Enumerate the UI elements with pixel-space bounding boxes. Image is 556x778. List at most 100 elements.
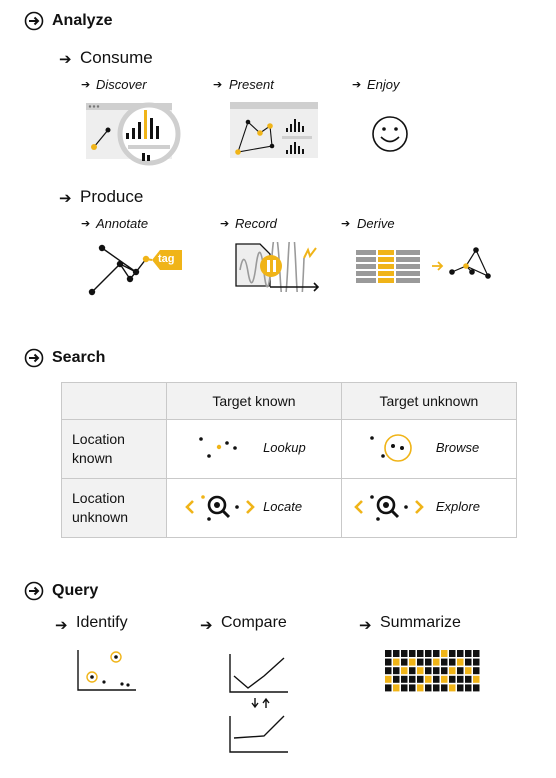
grid-cell bbox=[449, 667, 456, 675]
grid-cell bbox=[441, 667, 448, 675]
search-title: Search bbox=[52, 349, 106, 366]
identify-scatter-icon bbox=[77, 650, 136, 691]
grid-cell bbox=[425, 684, 432, 692]
grid-cell bbox=[417, 684, 424, 692]
grid-cell bbox=[465, 684, 472, 692]
locate-magnifier-icon bbox=[185, 495, 255, 521]
grid-cell bbox=[417, 667, 424, 675]
compare-lines-icon bbox=[229, 654, 288, 753]
discover-magnifier-icon bbox=[86, 102, 181, 166]
circle-arrow-icon bbox=[24, 11, 44, 31]
grid-cell bbox=[401, 667, 408, 675]
grid-cell bbox=[409, 667, 416, 675]
row-header-text: Location unknown bbox=[72, 490, 129, 525]
grid-cell bbox=[465, 650, 472, 657]
smiley-icon bbox=[372, 116, 408, 152]
grid-cell bbox=[409, 684, 416, 692]
grid-cell bbox=[473, 667, 480, 675]
grid-cell bbox=[449, 675, 456, 683]
grid-cell bbox=[441, 675, 448, 683]
browse-label: Browse bbox=[435, 440, 480, 455]
circle-arrow-icon bbox=[24, 581, 44, 601]
grid-cell bbox=[409, 675, 416, 683]
cell-explore: Explore bbox=[340, 478, 518, 538]
grid-cell bbox=[441, 658, 448, 666]
grid-cell bbox=[457, 684, 464, 692]
grid-cell bbox=[401, 684, 408, 692]
cell-locate: Locate bbox=[166, 478, 342, 538]
grid-cell bbox=[449, 684, 456, 692]
cell-browse: Browse bbox=[340, 419, 518, 479]
summarize-title: Summarize bbox=[380, 614, 461, 631]
grid-cell bbox=[417, 658, 424, 666]
empty-header-cell bbox=[60, 382, 168, 420]
arrow-icon: ➔ bbox=[352, 79, 362, 91]
grid-cell bbox=[417, 675, 424, 683]
grid-cell bbox=[425, 675, 432, 683]
lookup-dots-icon bbox=[199, 437, 237, 458]
grid-cell bbox=[401, 658, 408, 666]
arrow-icon: ➔ bbox=[341, 218, 351, 230]
grid-cell bbox=[393, 667, 400, 675]
grid-cell bbox=[441, 650, 448, 657]
summarize-grid-icon bbox=[385, 650, 480, 692]
grid-cell bbox=[433, 684, 440, 692]
arrow-icon: ➔ bbox=[359, 617, 372, 634]
grid-cell bbox=[473, 658, 480, 666]
grid-cell bbox=[433, 675, 440, 683]
arrow-icon: ➔ bbox=[81, 218, 91, 230]
grid-cell bbox=[473, 650, 480, 657]
cell-lookup: Lookup bbox=[166, 419, 342, 479]
grid-cell bbox=[385, 650, 392, 657]
row-header-location-unknown: Location unknown bbox=[60, 478, 168, 538]
grid-cell bbox=[465, 658, 472, 666]
annotate-graph-icon bbox=[88, 244, 182, 296]
grid-cell bbox=[465, 667, 472, 675]
tag-label: tag bbox=[158, 253, 175, 265]
col-header-target-known: Target known bbox=[166, 382, 342, 420]
grid-cell bbox=[393, 658, 400, 666]
locate-label: Locate bbox=[263, 499, 303, 514]
arrow-icon: ➔ bbox=[55, 617, 68, 634]
grid-cell bbox=[457, 667, 464, 675]
present-screen-icon bbox=[230, 102, 318, 158]
grid-cell bbox=[385, 675, 392, 683]
arrow-icon: ➔ bbox=[213, 79, 223, 91]
discover-label: Discover bbox=[96, 77, 147, 92]
arrow-icon: ➔ bbox=[200, 617, 213, 634]
grid-cell bbox=[385, 684, 392, 692]
identify-title: Identify bbox=[76, 614, 128, 631]
col-header-target-unknown: Target unknown bbox=[340, 382, 518, 420]
grid-cell bbox=[457, 658, 464, 666]
grid-cell bbox=[393, 675, 400, 683]
search-table: Target known Target unknown Location kno… bbox=[60, 382, 518, 538]
grid-cell bbox=[401, 675, 408, 683]
grid-cell bbox=[433, 658, 440, 666]
grid-cell bbox=[401, 650, 408, 657]
row-header-location-known: Location known bbox=[60, 419, 168, 479]
annotate-label: Annotate bbox=[96, 216, 149, 231]
circle-arrow-icon bbox=[24, 348, 44, 368]
consume-title: Consume bbox=[80, 48, 153, 67]
present-label: Present bbox=[229, 77, 274, 92]
grid-cell bbox=[473, 684, 480, 692]
grid-cell bbox=[449, 650, 456, 657]
arrow-icon: ➔ bbox=[59, 190, 72, 207]
grid-cell bbox=[449, 658, 456, 666]
analyze-title: Analyze bbox=[52, 12, 113, 29]
grid-cell bbox=[393, 650, 400, 657]
explore-magnifier-icon bbox=[354, 495, 424, 521]
arrow-icon: ➔ bbox=[220, 218, 230, 230]
grid-cell bbox=[441, 684, 448, 692]
grid-cell bbox=[433, 667, 440, 675]
query-title: Query bbox=[52, 582, 99, 599]
grid-cell bbox=[473, 675, 480, 683]
grid-cell bbox=[425, 650, 432, 657]
row-header-text: Location known bbox=[72, 431, 125, 466]
grid-cell bbox=[409, 658, 416, 666]
grid-cell bbox=[433, 650, 440, 657]
explore-label: Explore bbox=[435, 499, 480, 514]
lookup-label: Lookup bbox=[263, 440, 306, 455]
derive-label: Derive bbox=[357, 216, 395, 231]
grid-cell bbox=[393, 684, 400, 692]
